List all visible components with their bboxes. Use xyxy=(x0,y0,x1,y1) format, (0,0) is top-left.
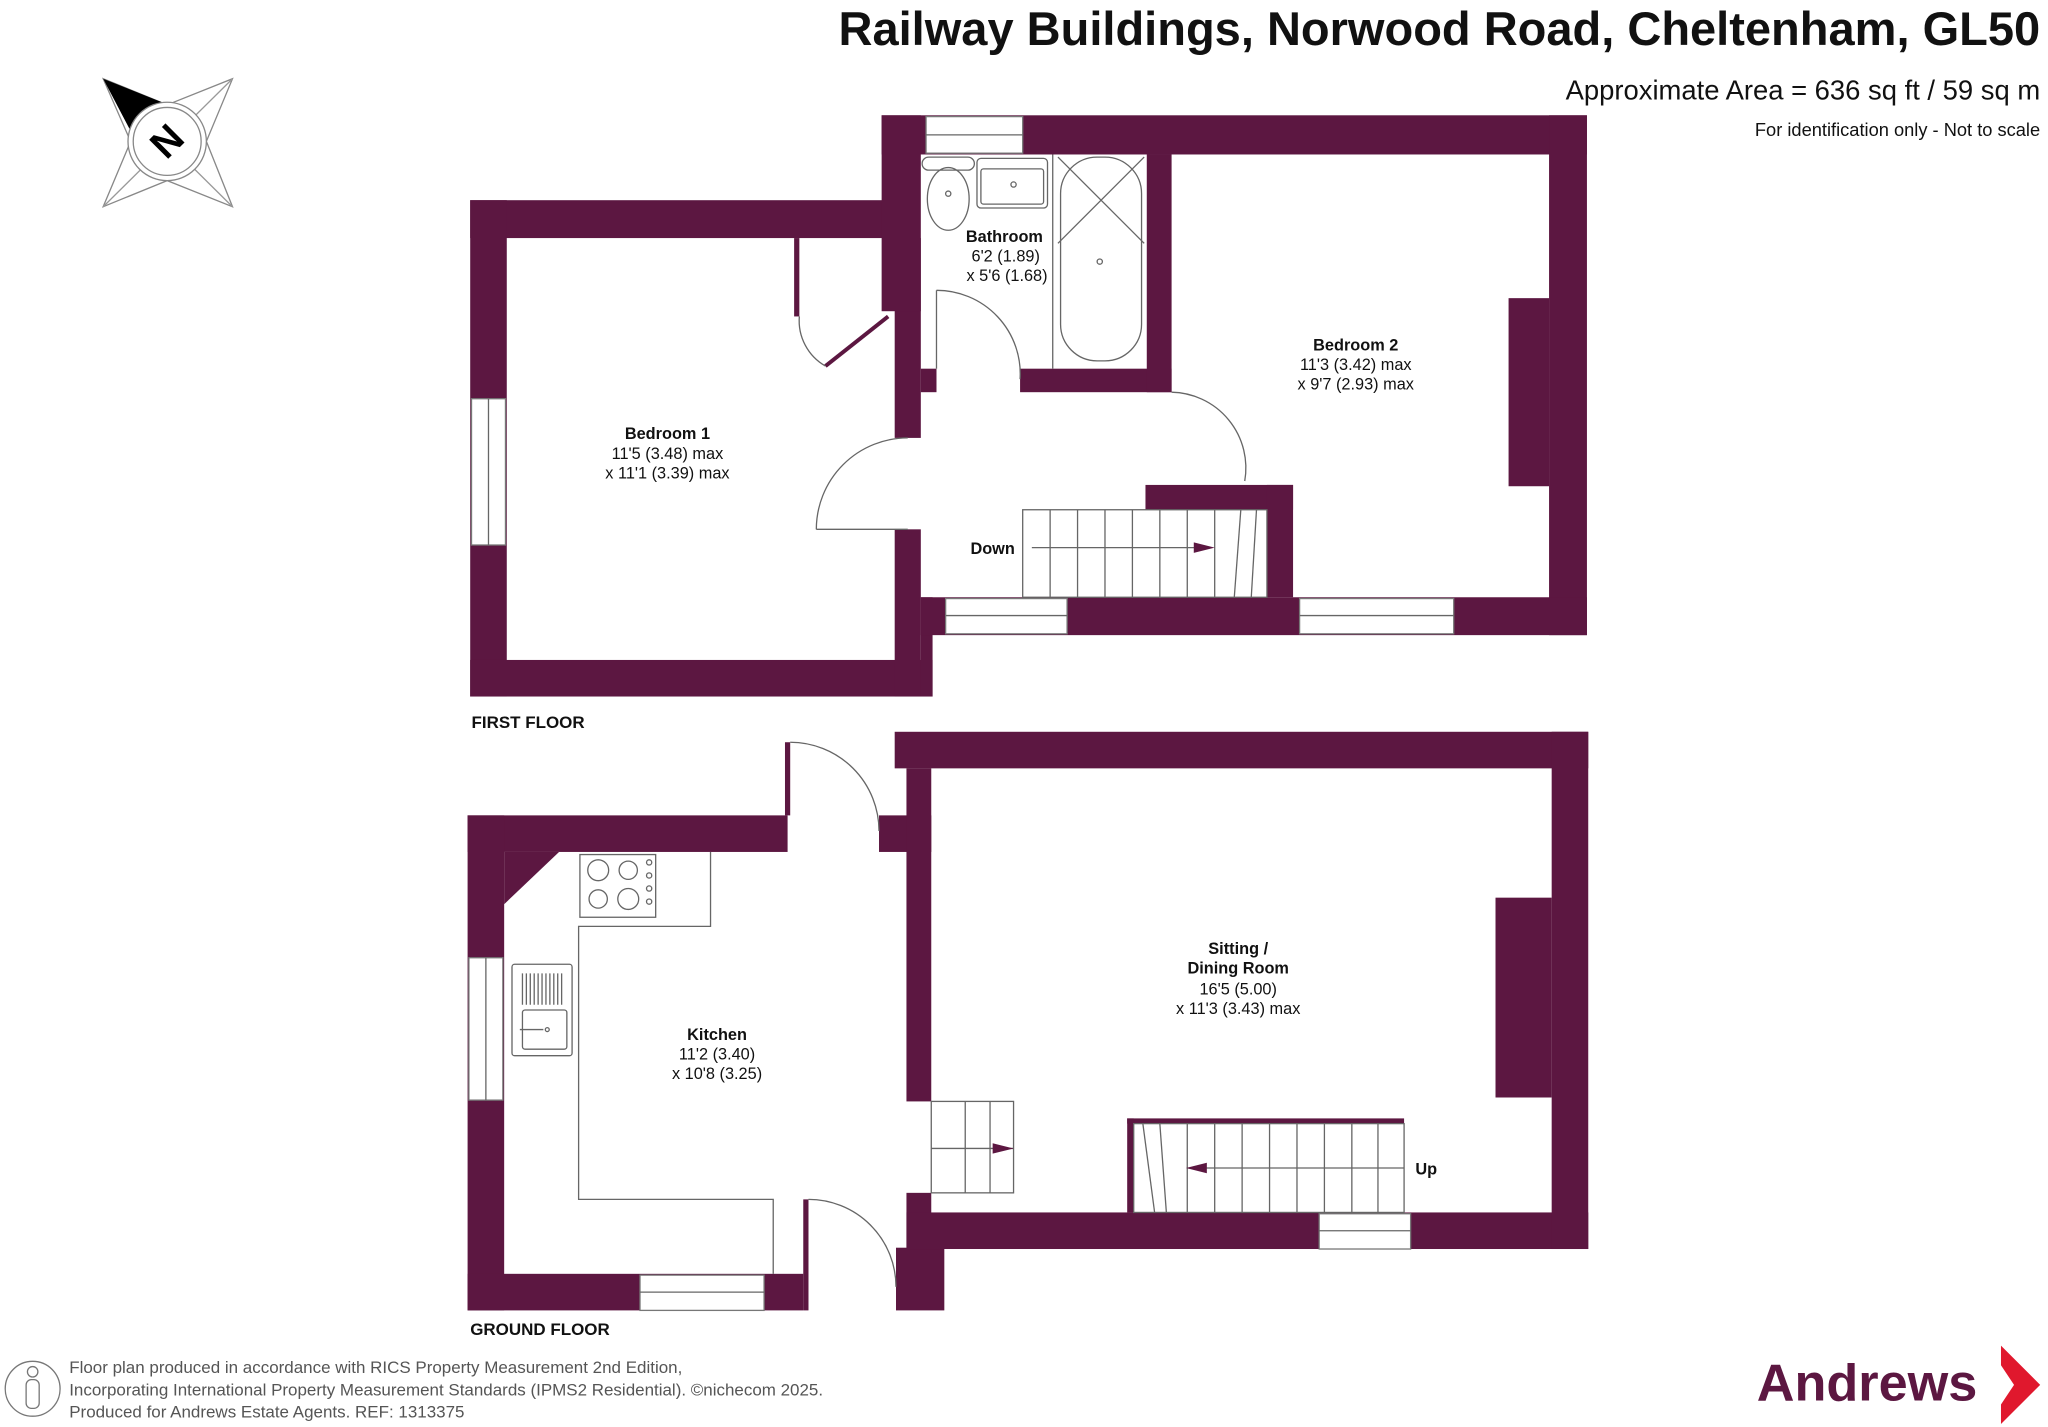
page-title: Railway Buildings, Norwood Road, Chelten… xyxy=(839,2,2041,55)
stairs-down-label: Down xyxy=(970,540,1014,558)
back-door xyxy=(784,741,880,832)
andrews-logo: Andrews xyxy=(1757,1345,2041,1425)
logo-chevron-icon xyxy=(2000,1345,2041,1425)
room-dimensions: x 5'6 (1.68) xyxy=(966,267,1047,285)
room-name: Sitting / xyxy=(1208,940,1268,958)
room-dimensions: 6'2 (1.89) xyxy=(972,248,1040,266)
ground-floor-label: GROUND FLOOR xyxy=(470,1320,610,1339)
small-steps xyxy=(930,1100,1015,1194)
kitchen-sink-icon xyxy=(511,963,573,1057)
first-floor-label: FIRST FLOOR xyxy=(472,713,585,732)
room-dimensions: 11'5 (3.48) max xyxy=(612,445,724,463)
cupboard-door xyxy=(794,238,890,368)
hob-icon xyxy=(579,853,657,918)
room-bedroom-2: Bedroom 2 11'3 (3.42) max x 9'7 (2.93) m… xyxy=(1298,336,1414,393)
disclaimer: For identification only - Not to scale xyxy=(1755,119,2040,140)
staircase-up xyxy=(1127,1118,1405,1214)
room-bedroom-1: Bedroom 1 11'5 (3.48) max x 11'1 (3.39) … xyxy=(605,425,729,482)
room-dimensions: 11'3 (3.42) max xyxy=(1300,356,1412,374)
kitchen-worktop xyxy=(577,851,774,1274)
room-dimensions: 11'2 (3.40) xyxy=(679,1046,755,1064)
door xyxy=(815,437,908,530)
footer-line-2: Incorporating International Property Mea… xyxy=(69,1380,823,1399)
room-dimensions: x 11'3 (3.43) max xyxy=(1176,1000,1300,1018)
ipms-person-icon xyxy=(4,1360,61,1417)
room-dimensions: x 11'1 (3.39) max xyxy=(605,464,729,482)
compass-icon: N xyxy=(101,77,234,208)
room-name: Bathroom xyxy=(966,228,1043,246)
room-bathroom: Bathroom 6'2 (1.89) x 5'6 (1.68) xyxy=(966,228,1048,285)
front-door xyxy=(808,1198,897,1287)
bath-icon xyxy=(1052,154,1145,369)
room-dimensions: x 9'7 (2.93) max xyxy=(1298,376,1414,394)
footer-line-3: Produced for Andrews Estate Agents. REF:… xyxy=(69,1403,464,1422)
staircase-down xyxy=(1022,509,1268,598)
window xyxy=(639,1274,765,1312)
room-kitchen: Kitchen 11'2 (3.40) x 10'8 (3.25) xyxy=(672,1026,762,1083)
ground-floor-walls xyxy=(467,731,1589,1311)
toilet-icon xyxy=(921,156,976,231)
room-name: Kitchen xyxy=(687,1026,747,1044)
room-dimensions: x 10'8 (3.25) xyxy=(672,1065,762,1083)
room-name: Bedroom 2 xyxy=(1313,336,1398,354)
room-sitting-dining: Sitting / Dining Room 16'5 (5.00) x 11'3… xyxy=(1176,940,1300,1018)
door xyxy=(1171,391,1247,482)
footer-line-1: Floor plan produced in accordance with R… xyxy=(69,1358,682,1377)
door xyxy=(935,289,1021,380)
room-name: Dining Room xyxy=(1187,959,1288,977)
room-dimensions: 16'5 (5.00) xyxy=(1199,980,1276,998)
room-name: Bedroom 1 xyxy=(625,425,710,443)
sink-icon xyxy=(976,157,1049,209)
stairs-up-label: Up xyxy=(1415,1161,1437,1179)
logo-text: Andrews xyxy=(1757,1355,1978,1413)
approximate-area: Approximate Area = 636 sq ft / 59 sq m xyxy=(1566,75,2041,106)
